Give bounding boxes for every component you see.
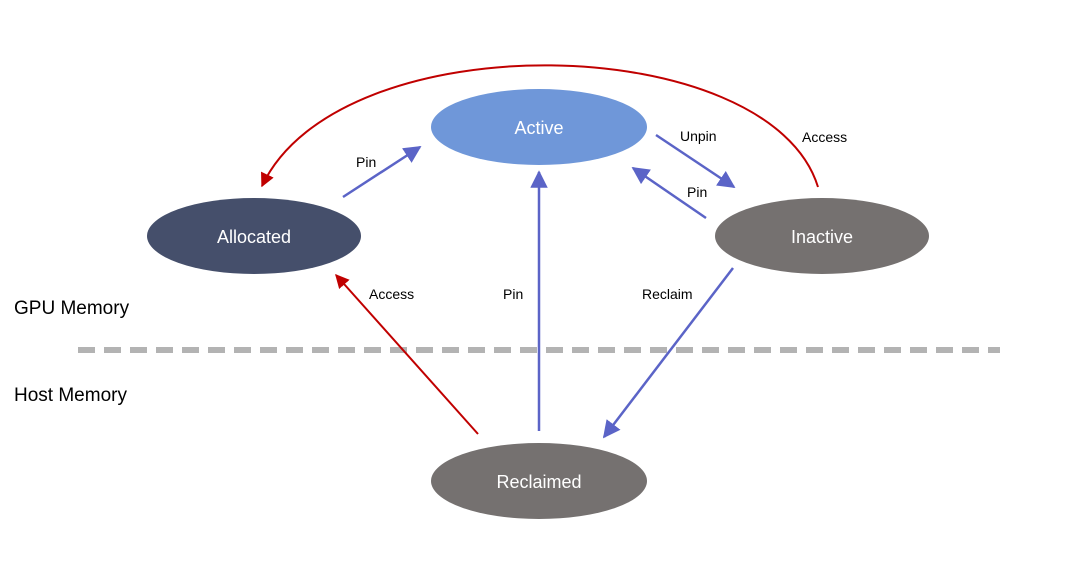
edge-label-reclaim: Reclaim bbox=[642, 286, 693, 302]
edge-label-pin-inactive-active: Pin bbox=[687, 184, 707, 200]
edge-inactive-to-reclaimed bbox=[602, 267, 734, 439]
state-active-label: Active bbox=[514, 118, 563, 138]
state-inactive-shape bbox=[715, 198, 929, 274]
host-memory-label: Host Memory bbox=[14, 385, 127, 406]
edge-label-pin-allocated-active: Pin bbox=[356, 154, 376, 170]
edge-allocated-to-active bbox=[342, 145, 422, 199]
edge-inactive-to-allocated bbox=[261, 64, 819, 188]
state-active-shape bbox=[431, 89, 647, 165]
state-inactive: Inactive bbox=[715, 198, 929, 274]
edge-reclaimed-to-allocated bbox=[335, 273, 479, 435]
state-active: Active bbox=[431, 89, 647, 165]
gpu-memory-label: GPU Memory bbox=[14, 298, 130, 319]
edge-label-access-reclaimed-allocated: Access bbox=[369, 286, 414, 302]
state-allocated-shape bbox=[147, 198, 361, 274]
state-reclaimed-shape bbox=[431, 443, 647, 519]
edge-active-to-inactive bbox=[655, 133, 736, 189]
state-allocated: Allocated bbox=[147, 198, 361, 274]
edge-inactive-to-active bbox=[631, 166, 707, 220]
state-inactive-label: Inactive bbox=[791, 227, 853, 247]
state-reclaimed: Reclaimed bbox=[431, 443, 647, 519]
edge-label-pin-reclaimed-active: Pin bbox=[503, 286, 523, 302]
state-reclaimed-label: Reclaimed bbox=[496, 472, 581, 492]
edge-label-unpin: Unpin bbox=[680, 128, 717, 144]
state-allocated-label: Allocated bbox=[217, 227, 291, 247]
edge-label-access-inactive-allocated: Access bbox=[802, 129, 847, 145]
